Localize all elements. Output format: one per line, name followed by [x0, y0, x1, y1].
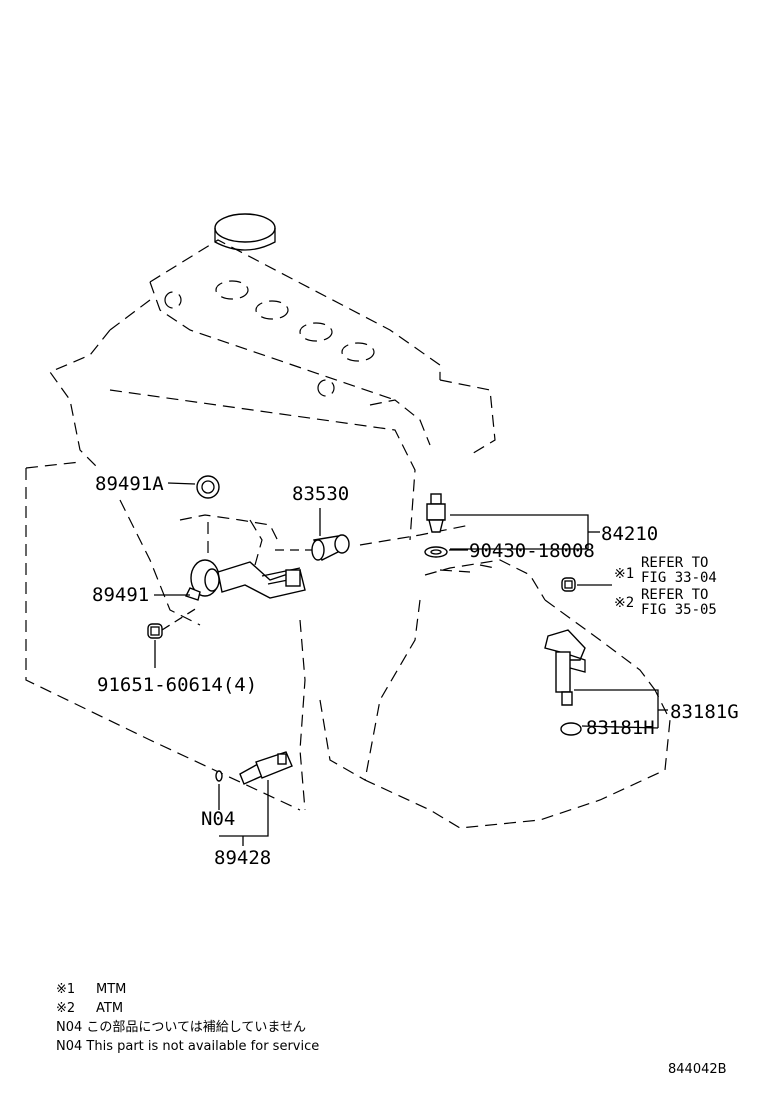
label-89428: 89428 [214, 847, 271, 869]
ref-mark-1: ※1 [614, 566, 634, 582]
label-91651: 91651-60614(4) [97, 674, 257, 696]
ref-mark-2: ※2 [614, 595, 634, 611]
ref-fig-1[interactable]: FIG 33-04 [641, 570, 717, 586]
part-N04[interactable] [215, 770, 223, 782]
leader-91651-dash [161, 605, 201, 631]
label-83530: 83530 [292, 483, 349, 505]
part-83181G-sensor[interactable] [544, 629, 586, 706]
label-89491: 89491 [92, 584, 149, 606]
part-89491-sensor[interactable] [185, 559, 306, 601]
part-89491A-oring[interactable] [196, 475, 220, 499]
label-90430: 90430-18008 [469, 540, 595, 562]
part-90430-gasket[interactable] [424, 546, 448, 558]
leader-lines [154, 482, 668, 846]
note-text: この部品については補給していません [86, 1020, 306, 1035]
ref-refer-1: REFER TO [641, 555, 708, 571]
part-84210-switch[interactable] [426, 493, 446, 533]
note-row: N04 この部品については補給していません [56, 1018, 319, 1037]
ref-bolt[interactable] [561, 577, 576, 592]
note-key: N04 [56, 1039, 83, 1054]
engine-outline [25, 213, 671, 829]
note-key: ※2 [56, 1001, 76, 1016]
label-83181G: 83181G [670, 701, 739, 723]
part-89428-sensor[interactable] [239, 751, 293, 785]
note-key: ※1 [56, 982, 76, 997]
part-83181H-oring[interactable] [560, 722, 582, 736]
note-text: ATM [96, 1001, 124, 1016]
note-text: MTM [96, 982, 127, 997]
label-N04: N04 [201, 808, 235, 830]
note-row: ※1 MTM [56, 980, 319, 999]
label-83181H: 83181H [586, 717, 655, 739]
note-key: N04 [56, 1020, 83, 1035]
ref-fig-2[interactable]: FIG 35-05 [641, 602, 717, 618]
note-row: N04 This part is not available for servi… [56, 1037, 319, 1056]
illustration-code: 844042B [668, 1062, 727, 1077]
ref-refer-2: REFER TO [641, 587, 708, 603]
part-83530-switch[interactable] [311, 534, 350, 561]
part-91651-bolt[interactable] [147, 623, 163, 639]
note-row: ※2 ATM [56, 999, 319, 1018]
label-89491A: 89491A [95, 473, 164, 495]
note-text: This part is not available for service [86, 1039, 320, 1054]
label-84210: 84210 [601, 523, 658, 545]
footnotes: ※1 MTM ※2 ATM N04 この部品については補給していません N04 Th… [56, 980, 319, 1056]
